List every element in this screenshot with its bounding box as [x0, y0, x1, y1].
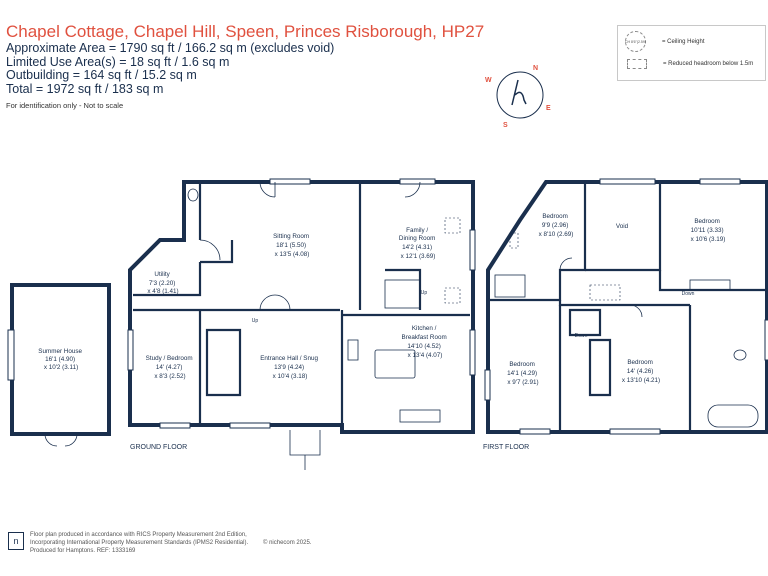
- compass-n: N: [533, 65, 538, 72]
- scale-note: For identification only - Not to scale: [6, 101, 124, 110]
- ground-floor-label: GROUND FLOOR: [130, 444, 187, 451]
- entrance-hall-label: Entrance Hall / Snug 13'9 (4.24) x 10'4 …: [260, 355, 320, 380]
- ground-floor-walls: [128, 180, 475, 434]
- first-floor-label: FIRST FLOOR: [483, 444, 529, 451]
- sitting-room-label: Sitting Room 18'1 (5.50) x 13'5 (4.08): [273, 233, 311, 258]
- down-marker: Down: [682, 291, 695, 297]
- summer-house-label: Summer House 16'1 (4.90) x 10'2 (3.11): [38, 348, 84, 371]
- header: Chapel Cottage, Chapel Hill, Speen, Prin…: [6, 22, 484, 110]
- kitchen-label: Kitchen / Breakfast Room 14'10 (4.52) x …: [402, 325, 449, 359]
- ceiling-label: = Ceiling Height: [662, 38, 705, 45]
- legend-reduced: = Reduced headroom below 1.5m: [618, 59, 757, 69]
- study-bedroom-label: Study / Bedroom 14' (4.27) x 8'3 (2.52): [146, 355, 195, 380]
- bedroom-3-label: Bedroom 14'1 (4.29) x 9'7 (2.91): [507, 361, 539, 386]
- area-line: Total = 1972 sq ft / 183 sq m: [6, 81, 164, 96]
- first-floor-walls: [486, 180, 768, 434]
- family-dining-label: Family / Dining Room 14'2 (4.31) x 12'1 …: [399, 227, 437, 260]
- up-marker: Up: [252, 318, 259, 324]
- compass-icon: N E S W: [485, 65, 551, 129]
- copyright: © nichecom 2025.: [263, 540, 312, 546]
- compass-w: W: [485, 77, 492, 84]
- up-marker: Up: [421, 290, 428, 296]
- reduced-headroom-icon: [627, 59, 647, 69]
- area-line: Approximate Area = 1790 sq ft / 166.2 sq…: [6, 41, 335, 55]
- area-summary: Approximate Area = 1790 sq ft / 166.2 sq…: [6, 41, 484, 96]
- bedroom-2-label: Bedroom 10'11 (3.33) x 10'6 (3.19): [691, 218, 726, 243]
- area-line: Limited Use Area(s) = 18 sq ft / 1.6 sq …: [6, 54, 230, 69]
- area-line: Outbuilding = 164 sq ft / 15.2 sq m: [6, 68, 197, 82]
- compass-s: S: [503, 122, 508, 129]
- down-marker: Down: [575, 333, 588, 339]
- legend: CH 8'6"(2.59) = Ceiling Height = Reduced…: [617, 25, 766, 81]
- compass-e: E: [546, 105, 551, 112]
- reduced-label: = Reduced headroom below 1.5m: [663, 61, 754, 67]
- nichecom-logo-icon: n: [8, 532, 24, 550]
- void-label: Void: [616, 223, 629, 230]
- bedroom-1-label: Bedroom 9'9 (2.96) x 8'10 (2.69): [539, 213, 574, 238]
- footer-text: Floor plan produced in accordance with R…: [30, 532, 249, 554]
- ceiling-height-icon: CH 8'6"(2.59): [625, 31, 646, 52]
- bedroom-4-label: Bedroom 14' (4.26) x 13'10 (4.21): [622, 359, 660, 384]
- property-title: Chapel Cottage, Chapel Hill, Speen, Prin…: [6, 22, 485, 41]
- utility-label: Utility 7'3 (2.20) x 4'8 (1.41): [147, 271, 178, 295]
- legend-ceiling: CH 8'6"(2.59) = Ceiling Height: [618, 31, 709, 52]
